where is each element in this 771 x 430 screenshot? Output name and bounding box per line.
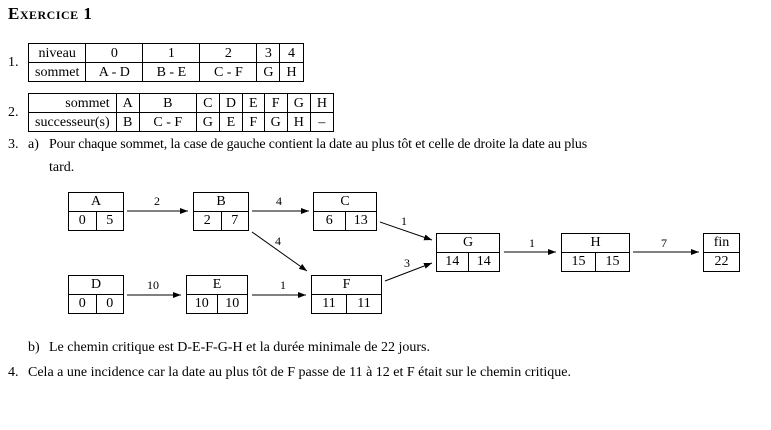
q4-text: Cela a une incidence car la date au plus… [28,365,571,380]
late-date: 15 [595,253,629,271]
end-date: 22 [714,254,729,269]
node-name: B [194,193,248,212]
cell: successeur(s) [28,112,117,132]
late-date: 5 [95,212,124,230]
early-date: 2 [203,213,211,228]
node-name: D [69,276,123,295]
node-name: G [437,234,499,253]
late-date: 11 [346,295,381,313]
cell: – [309,112,334,132]
node-name: C [314,193,376,212]
arrow-c-g [379,221,433,241]
q3-number: 3. [8,137,19,152]
early-date: 14 [445,254,460,269]
edge-weight: 10 [147,278,159,292]
q3a-text: Pour chaque sommet, la case de gauche co… [49,137,588,152]
arrow-b-f [251,231,308,272]
cell: A - D [85,62,144,82]
early-date: 15 [571,254,586,269]
edge-weight: 7 [661,236,667,250]
late-date: 13 [344,212,377,230]
q3b-text: Le chemin critique est D-E-F-G-H et la d… [49,340,430,355]
cell: niveau [27,43,87,63]
cell: B [115,112,140,132]
cell: sommet [28,93,117,113]
node-name: F [312,276,381,295]
q3b-label: b) [28,340,40,355]
cell: H [279,62,304,82]
cell: D [218,93,244,113]
edge-weight: 2 [154,194,160,208]
q3a-text-cont: tard. [49,160,75,175]
edge-weight: 4 [275,234,281,248]
early-date: 0 [78,213,86,228]
node-name: A [69,193,123,212]
edge-weight: 1 [529,236,535,250]
cell: H [286,112,311,132]
early-date: 0 [78,296,86,311]
late-date: 14 [467,253,500,271]
cell: G [256,62,281,82]
q2-number: 2. [8,105,19,120]
late-date: 10 [216,295,248,313]
q1-number: 1. [8,55,19,70]
node-name: fin [704,234,739,253]
early-date: 6 [325,213,333,228]
early-date: 11 [322,296,336,311]
late-date: 7 [220,212,249,230]
edge-weight: 3 [404,256,410,270]
node-name: H [562,234,629,253]
edge-weight: 1 [401,214,407,228]
q4-number: 4. [8,365,19,380]
late-date: 0 [95,295,124,313]
cell: 4 [279,43,304,63]
cell: B - E [142,62,201,82]
edge-weight: 4 [276,194,282,208]
arrow-f-g [384,262,433,282]
node-name: E [187,276,247,295]
exercise-title: Exercice 1 [8,4,93,23]
cell: sommet [27,62,87,82]
early-date: 10 [194,296,209,311]
edge-weight: 1 [280,278,286,292]
cell: E [218,112,244,132]
q3a-label: a) [28,137,39,152]
